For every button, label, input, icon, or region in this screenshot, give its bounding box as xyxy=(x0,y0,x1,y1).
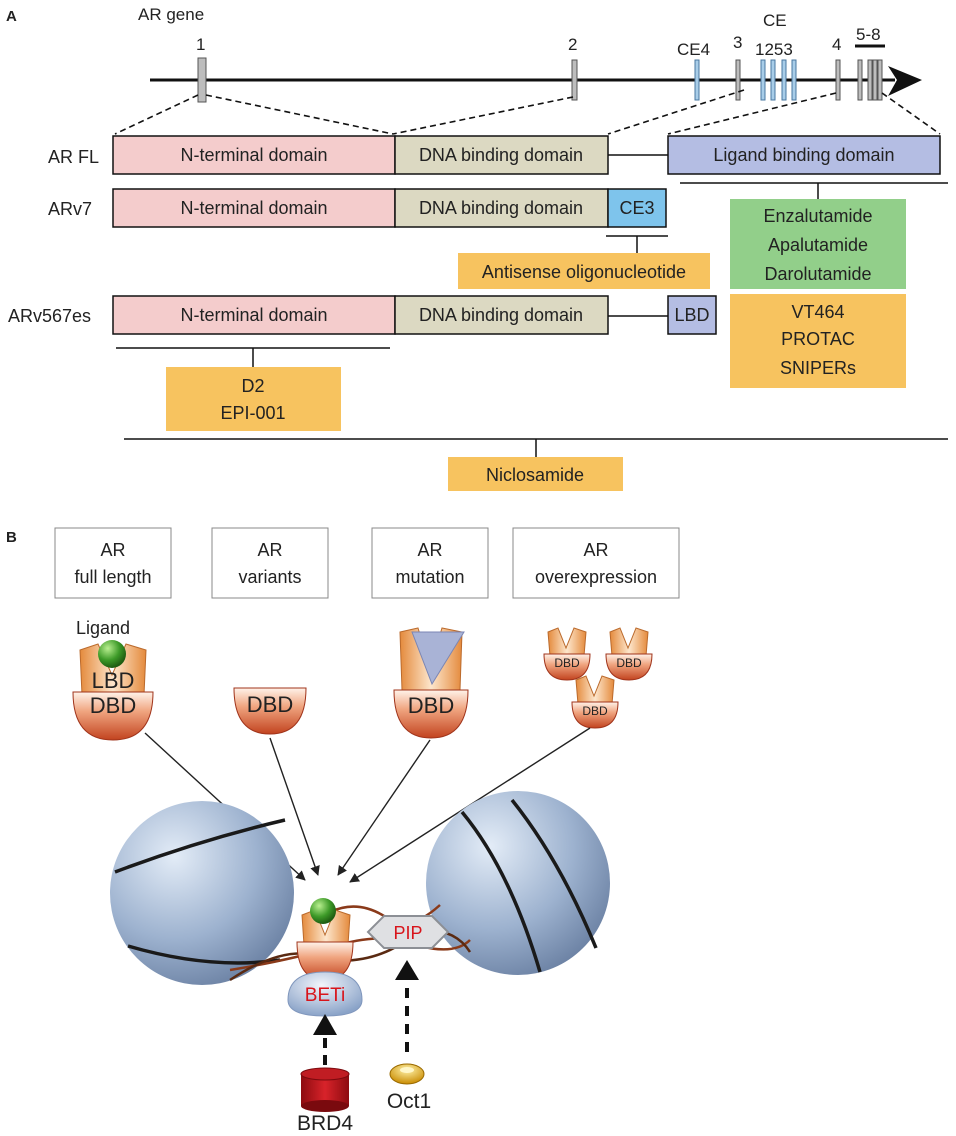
drug-protac: PROTAC xyxy=(781,329,855,349)
exons-ce1-ce2-ce5-ce3 xyxy=(760,59,797,101)
beti-label: BETi xyxy=(305,985,345,1006)
category-full-length: AR full length xyxy=(54,527,172,599)
drug-enzalutamide: Enzalutamide xyxy=(763,206,872,226)
exon-1 xyxy=(197,57,207,103)
ar-overexpression-protein-1 xyxy=(543,627,591,681)
ar-fl-ntd xyxy=(112,135,396,175)
svg-text:AR: AR xyxy=(583,540,608,560)
exon-4-label: 4 xyxy=(832,35,841,54)
exon-2 xyxy=(571,59,578,101)
arv7-ntd-label: N-terminal domain xyxy=(180,198,327,218)
isoform-arv7-label: ARv7 xyxy=(48,199,92,219)
oe-dbd-label-1: DBD xyxy=(554,656,580,670)
exon-3 xyxy=(735,59,741,101)
exon-4 xyxy=(835,59,841,101)
pip-molecule xyxy=(366,915,450,949)
lbd-bracket xyxy=(680,182,948,199)
oe-dbd-label-3: DBD xyxy=(582,704,608,718)
category-variants: AR variants xyxy=(211,527,329,599)
drug-epi001: EPI-001 xyxy=(220,403,285,423)
ligand-label: Ligand xyxy=(76,618,130,638)
ar-fl-ntd-label: N-terminal domain xyxy=(180,145,327,165)
oe-dbd-label-2: DBD xyxy=(616,656,642,670)
ar-full-length-protein xyxy=(72,640,154,741)
panel-b-label: B xyxy=(6,529,17,546)
ntd-bracket xyxy=(116,347,390,367)
svg-text:variants: variants xyxy=(238,567,301,587)
arv567es-lbd-label: LBD xyxy=(674,305,709,325)
drug-snipers: SNIPERs xyxy=(780,358,856,378)
fl-dbd-label: DBD xyxy=(90,693,136,718)
arv567es-dbd-label: DNA binding domain xyxy=(419,305,583,325)
arv7-dbd-label: DNA binding domain xyxy=(419,198,583,218)
svg-text:full length: full length xyxy=(74,567,151,587)
drug-vt464: VT464 xyxy=(791,302,844,322)
isoform-arv567es-label: ARv567es xyxy=(8,306,91,326)
arv567es-lbd xyxy=(667,295,717,335)
arv7-ntd xyxy=(112,188,396,228)
drug-niclosamide: Niclosamide xyxy=(486,465,584,485)
ar-dna-complex xyxy=(296,898,354,981)
exons-5-8-label: 5-8 xyxy=(856,25,881,44)
variant-dbd-label: DBD xyxy=(247,692,293,717)
ce3-bracket xyxy=(606,235,668,253)
all-isoform-bracket xyxy=(124,438,948,457)
oct1-label: Oct1 xyxy=(387,1090,431,1113)
nucleosome-left xyxy=(110,801,294,985)
aso-label: Antisense oligonucleotide xyxy=(482,262,686,282)
exon-3-label: 3 xyxy=(733,33,742,52)
brd4-cylinder xyxy=(300,1067,350,1112)
svg-text:AR: AR xyxy=(417,540,442,560)
brd4-label: BRD4 xyxy=(297,1112,353,1135)
svg-text:AR: AR xyxy=(100,540,125,560)
exons-5-8 xyxy=(857,59,883,101)
niclosamide-box xyxy=(448,457,623,491)
mutation-dbd-label: DBD xyxy=(408,693,454,718)
drug-darolutamide: Darolutamide xyxy=(764,264,871,284)
nucleosome-right xyxy=(426,791,610,975)
gene-axis xyxy=(150,66,922,96)
drug-apalutamide: Apalutamide xyxy=(768,235,868,255)
isoform-ar-fl-label: AR FL xyxy=(48,147,99,167)
drug-d2: D2 xyxy=(241,376,264,396)
svg-text:overexpression: overexpression xyxy=(535,567,657,587)
aso-box xyxy=(458,253,710,289)
ar-overexpression-protein-3 xyxy=(571,675,619,729)
lbd-orange-box xyxy=(730,294,906,388)
exon-ce4-label: CE4 xyxy=(677,40,710,59)
arv567es-dbd xyxy=(394,295,609,335)
exon-projection-lines xyxy=(114,89,941,135)
gene-title: AR gene xyxy=(138,5,204,24)
arv7-ce3 xyxy=(607,188,667,228)
ligand-ball xyxy=(98,640,126,668)
oct1-molecule xyxy=(389,1063,425,1085)
ar-fl-lbd-label: Ligand binding domain xyxy=(713,145,894,165)
ar-fl-dbd-label: DNA binding domain xyxy=(419,145,583,165)
svg-text:mutation: mutation xyxy=(395,567,464,587)
ar-overexpression-protein-2 xyxy=(605,627,653,681)
category-overexpression: AR overexpression xyxy=(512,527,680,599)
ntd-drug-box xyxy=(166,367,341,431)
exon-ce-label: CE xyxy=(763,11,787,30)
exon-ce4 xyxy=(694,59,700,101)
pip-label: PIP xyxy=(393,923,422,943)
ar-mutation-protein xyxy=(393,627,469,739)
arv567es-ntd-label: N-terminal domain xyxy=(180,305,327,325)
oct1-arrow xyxy=(395,960,419,1052)
lbd-green-box xyxy=(730,199,906,289)
exon-1-label: 1 xyxy=(196,35,205,54)
brd4-arrow xyxy=(313,1014,337,1065)
exon-2-label: 2 xyxy=(568,35,577,54)
exon-ce-numbers: 1253 xyxy=(755,40,793,59)
arv7-ce3-label: CE3 xyxy=(619,198,654,218)
beti-molecule xyxy=(287,971,363,1017)
ar-variant-protein xyxy=(233,687,307,735)
ar-fl-lbd xyxy=(667,135,941,175)
category-mutation: AR mutation xyxy=(371,527,489,599)
svg-text:AR: AR xyxy=(257,540,282,560)
fl-lbd-label: LBD xyxy=(92,668,135,693)
panel-a-label: A xyxy=(6,8,17,25)
